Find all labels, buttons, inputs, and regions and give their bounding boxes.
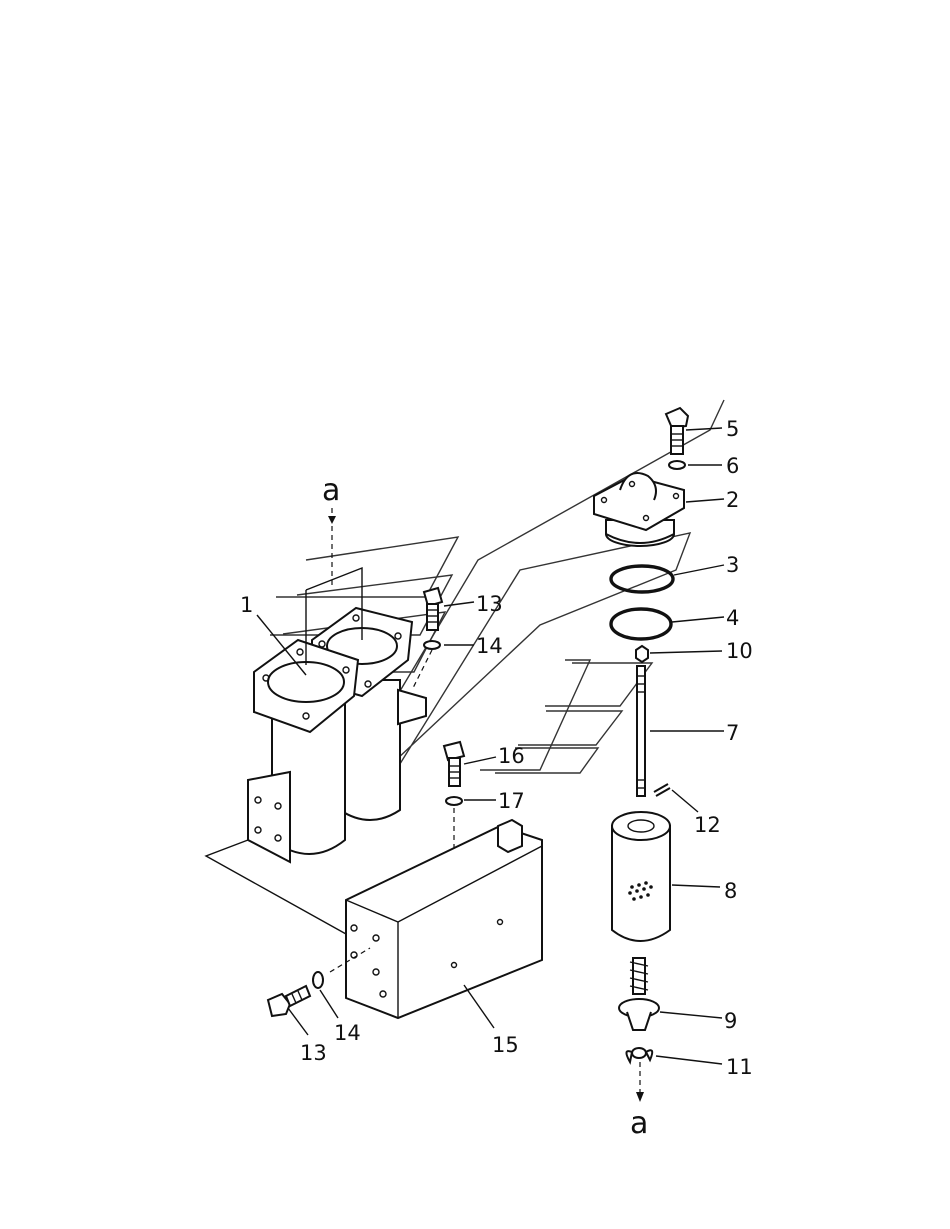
- reference-mark-bottom: a: [630, 1106, 648, 1141]
- wing-nut-11: [625, 1047, 654, 1065]
- spring-seat-9: [618, 957, 660, 1031]
- nut-10: [635, 644, 649, 664]
- callout-9: 9: [724, 1009, 737, 1033]
- bolt-13-top: [422, 586, 444, 631]
- filter-housing-1: [247, 566, 427, 864]
- washer-14-bottom: [312, 971, 324, 989]
- callout-1: 1: [240, 593, 253, 617]
- filter-cap-2: [593, 472, 685, 547]
- callout-8: 8: [724, 879, 737, 903]
- callout-5: 5: [726, 417, 739, 441]
- o-ring-3: [609, 564, 675, 594]
- callout-10: 10: [726, 639, 753, 663]
- callout-12: 12: [694, 813, 721, 837]
- reference-arrow-top: [328, 508, 336, 585]
- callout-17: 17: [498, 789, 525, 813]
- callout-14-bottom: 14: [334, 1021, 361, 1045]
- callout-11: 11: [726, 1055, 753, 1079]
- callout-16: 16: [498, 744, 525, 768]
- callout-4: 4: [726, 606, 739, 630]
- bolt-16: [442, 740, 466, 787]
- callout-7: 7: [726, 721, 739, 745]
- bracket-15: [329, 818, 543, 1020]
- callout-14-top: 14: [476, 634, 503, 658]
- bolt-5: [664, 406, 690, 455]
- pin-12: [653, 783, 671, 797]
- reference-arrow-bottom: [636, 1062, 644, 1102]
- center-rod-7: [636, 665, 646, 797]
- o-ring-4: [609, 607, 673, 641]
- callout-labels: 1 2 3 4 5 6 7 8 9 10 11 12 13 14 16 17 1…: [240, 417, 753, 1079]
- callout-3: 3: [726, 553, 739, 577]
- bolt-13-bottom: [266, 984, 312, 1018]
- callout-2: 2: [726, 488, 739, 512]
- filter-element-8: [611, 811, 671, 942]
- washer-14-top: [423, 640, 441, 650]
- callout-13-bottom: 13: [300, 1041, 327, 1065]
- washer-6: [668, 460, 686, 470]
- callout-15: 15: [492, 1033, 519, 1057]
- leader-lines: [256, 427, 725, 1065]
- callout-13-top: 13: [476, 592, 503, 616]
- washer-17: [445, 796, 463, 806]
- callout-6: 6: [726, 454, 739, 478]
- reference-mark-top: a: [322, 473, 340, 508]
